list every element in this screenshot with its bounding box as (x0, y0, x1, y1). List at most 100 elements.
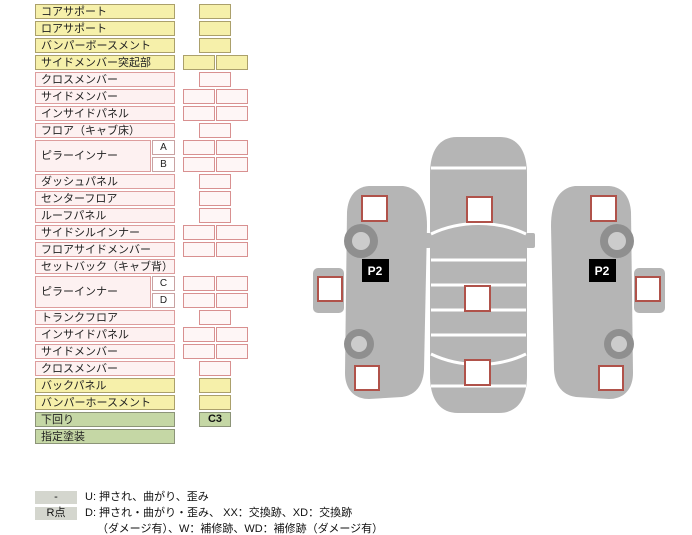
part-row: サイドシルインナー (35, 225, 285, 240)
part-label: フロア（キャブ床） (35, 123, 175, 138)
check-cell[interactable] (216, 157, 248, 172)
part-label: サイドシルインナー (35, 225, 175, 240)
check-cell[interactable] (199, 191, 231, 206)
check-cell[interactable] (216, 225, 248, 240)
check-cell[interactable] (199, 38, 231, 53)
legend-key-u: - (35, 490, 77, 504)
check-cell[interactable] (183, 293, 215, 308)
check-cell[interactable] (216, 276, 248, 291)
check-cell[interactable] (183, 55, 215, 70)
check-cell[interactable] (183, 242, 215, 257)
damage-marker[interactable] (317, 276, 343, 302)
damage-code-box (362, 259, 389, 282)
check-cell[interactable] (183, 89, 215, 104)
part-row: フロアサイドメンバー (35, 242, 285, 257)
check-cell[interactable] (183, 276, 215, 291)
part-row: サイドメンバー (35, 89, 285, 104)
part-label: サイドメンバー (35, 344, 175, 359)
damage-marker[interactable] (464, 285, 491, 312)
check-cell[interactable] (199, 310, 231, 325)
check-cell[interactable] (216, 89, 248, 104)
top-view (422, 137, 535, 413)
pillar-sub-label: A (152, 140, 175, 155)
check-cell[interactable] (216, 140, 248, 155)
part-label: クロスメンバー (35, 72, 175, 87)
check-cell[interactable] (183, 225, 215, 240)
check-cell[interactable] (183, 344, 215, 359)
part-label: ロアサポート (35, 21, 175, 36)
grade-cell[interactable]: C3 (199, 412, 231, 427)
check-cell[interactable] (199, 361, 231, 376)
damage-code-label: P2 (368, 264, 383, 278)
side-view-left: P2 (313, 186, 427, 399)
rear-wheel-hub-icon (351, 336, 367, 352)
check-cell[interactable] (216, 55, 248, 70)
legend-line: R点 D: 押され・曲がり・歪み、 XX：交換跡、XD：交換跡 (35, 504, 383, 520)
check-cell[interactable] (216, 106, 248, 121)
check-cell[interactable] (216, 344, 248, 359)
part-row: ダッシュパネル (35, 174, 285, 189)
parts-table: コアサポートロアサポートバンパーボースメントサイドメンバー突起部クロスメンバーサ… (35, 4, 285, 446)
pillar-sub-label: C (152, 276, 175, 291)
damage-code-label: P2 (595, 264, 610, 278)
part-row: コアサポート (35, 4, 285, 19)
damage-marker[interactable] (590, 195, 617, 222)
part-label: ピラーインナー (35, 276, 151, 308)
part-row: クロスメンバー (35, 72, 285, 87)
legend-line: -U: 押され、曲がり、歪み (35, 488, 383, 504)
part-row: トランクフロア (35, 310, 285, 325)
part-label: サイドメンバー突起部 (35, 55, 175, 70)
part-label: バンパーボースメント (35, 38, 175, 53)
part-label: インサイドパネル (35, 327, 175, 342)
rear-wheel-hub-icon (611, 336, 627, 352)
check-cell[interactable] (199, 4, 231, 19)
part-label: ピラーインナー (35, 140, 151, 172)
part-label: クロスメンバー (35, 361, 175, 376)
legend-key-rpoint: R点 (35, 506, 77, 520)
side-view-right (551, 186, 665, 399)
part-row: バンパーホースメント (35, 395, 285, 410)
check-cell[interactable] (216, 242, 248, 257)
part-label: インサイドパネル (35, 106, 175, 121)
damage-marker[interactable] (635, 276, 661, 302)
part-row: センターフロア (35, 191, 285, 206)
part-label: セットバック（キャブ背） (35, 259, 175, 274)
damage-marker[interactable] (354, 365, 380, 391)
check-cell[interactable] (183, 327, 215, 342)
right-mirror-icon (526, 233, 535, 248)
damage-marker[interactable] (361, 195, 388, 222)
part-row: インサイドパネル (35, 327, 285, 342)
part-row: インサイドパネル (35, 106, 285, 121)
check-cell[interactable] (183, 106, 215, 121)
part-row: バックパネル (35, 378, 285, 393)
part-row: ロアサポート (35, 21, 285, 36)
damage-marker[interactable] (464, 359, 491, 386)
check-cell[interactable] (216, 293, 248, 308)
front-wheel-hub-icon (352, 232, 370, 250)
part-label: ダッシュパネル (35, 174, 175, 189)
damage-marker[interactable] (598, 365, 624, 391)
part-row: 指定塗装 (35, 429, 285, 444)
damage-code-box (589, 259, 616, 282)
part-label: トランクフロア (35, 310, 175, 325)
legend-line: （ダメージ有）、W：補修跡、WD：補修跡（ダメージ有） (35, 520, 383, 535)
legend-text: （ダメージ有）、W：補修跡、WD：補修跡（ダメージ有） (97, 523, 384, 535)
legend-text: D: 押され・曲がり・歪み、 XX：交換跡、XD：交換跡 (85, 507, 353, 519)
check-cell[interactable] (216, 327, 248, 342)
check-cell[interactable] (199, 174, 231, 189)
pillar-sub-label: D (152, 293, 175, 308)
part-label: ルーフパネル (35, 208, 175, 223)
check-cell[interactable] (183, 140, 215, 155)
check-cell[interactable] (199, 21, 231, 36)
part-row: サイドメンバー突起部 (35, 55, 285, 70)
check-cell[interactable] (199, 395, 231, 410)
check-cell[interactable] (183, 157, 215, 172)
damage-marker[interactable] (466, 196, 493, 223)
check-cell[interactable] (199, 72, 231, 87)
check-cell[interactable] (199, 378, 231, 393)
check-cell[interactable] (199, 208, 231, 223)
check-cell[interactable] (199, 123, 231, 138)
